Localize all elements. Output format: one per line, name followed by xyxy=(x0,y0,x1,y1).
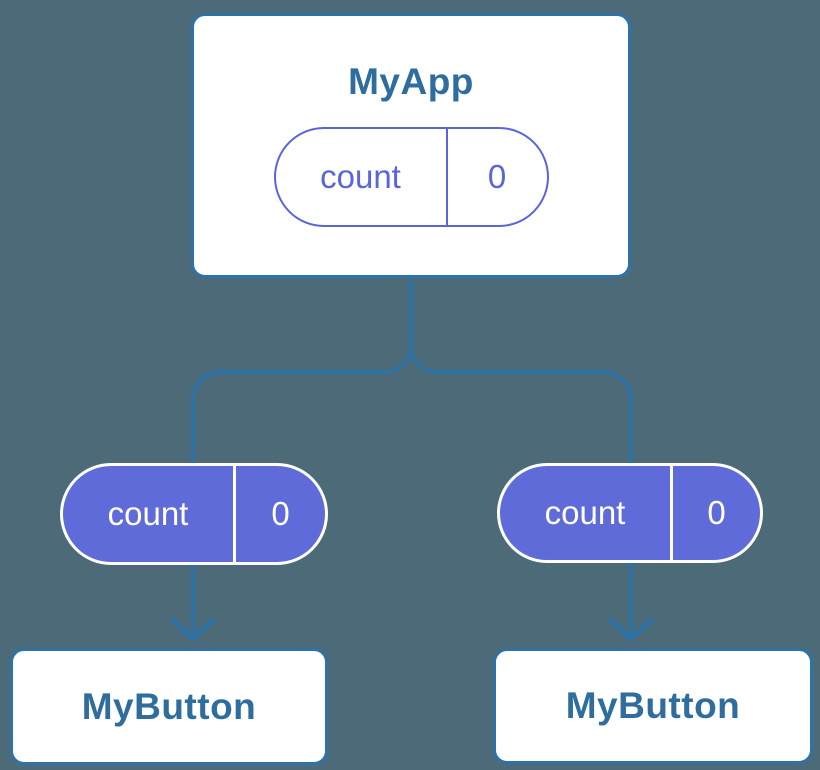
connector-branch-right xyxy=(409,345,633,636)
node-card-mybutton-right: MyButton xyxy=(493,648,813,764)
node-card-mybutton-left: MyButton xyxy=(10,648,328,765)
prop-name: count xyxy=(107,495,189,532)
state-value: 0 xyxy=(445,129,547,225)
connector-branch-left xyxy=(191,345,413,636)
arrow-down-icon xyxy=(608,617,654,642)
prop-value: 0 xyxy=(233,466,325,562)
node-title: MyButton xyxy=(81,685,257,727)
node-title: MyButton xyxy=(565,685,741,726)
node-card-myapp: MyApp count 0 xyxy=(191,13,631,278)
prop-value: 0 xyxy=(670,466,760,560)
prop-name: count xyxy=(544,494,626,531)
arrow-down-icon xyxy=(170,617,216,642)
node-title: MyApp xyxy=(348,61,474,102)
state-pill: count 0 xyxy=(273,127,549,227)
prop-pill-left: count 0 xyxy=(60,463,328,565)
state-name: count xyxy=(320,158,401,195)
prop-pill-right: count 0 xyxy=(497,463,763,563)
